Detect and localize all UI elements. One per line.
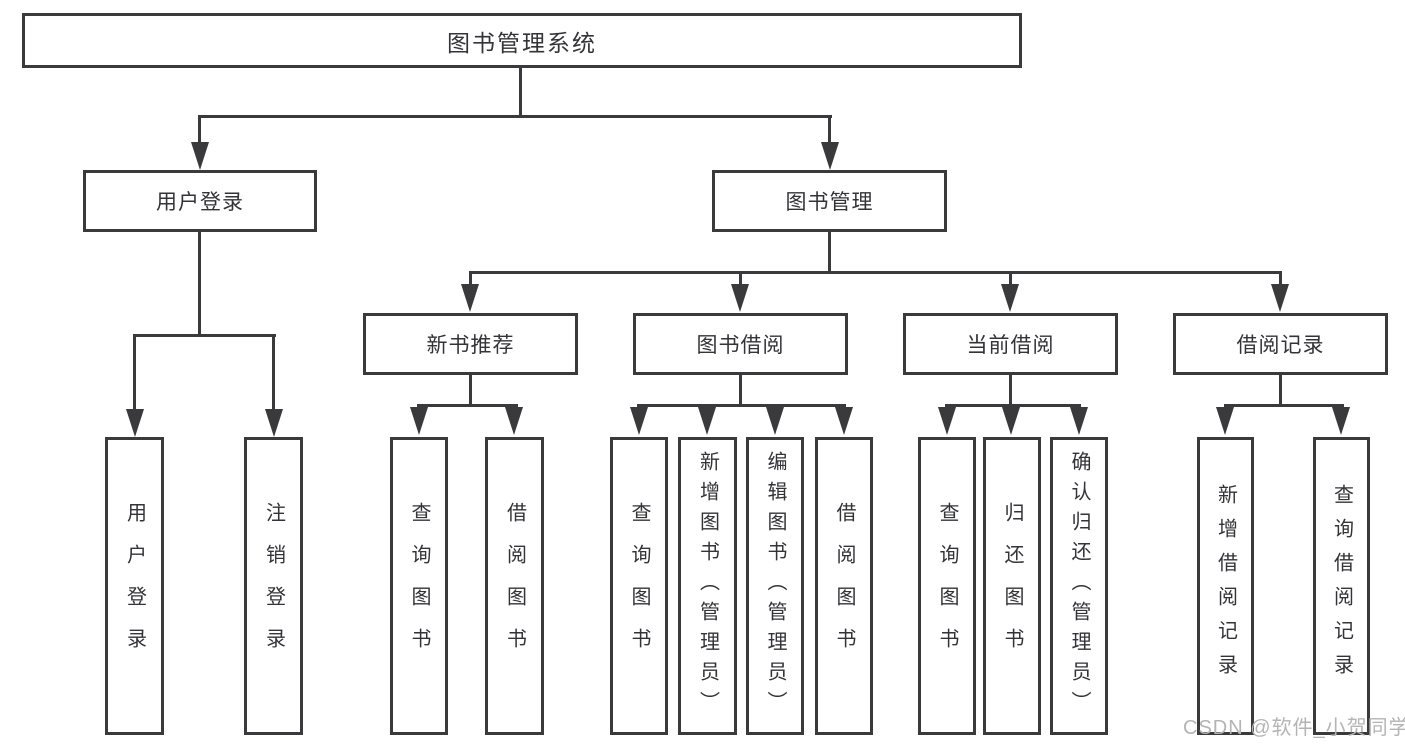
connector-group-hline [945,404,1081,407]
node-label: 归还图书 [1001,502,1023,670]
arrowhead-down-icon [410,407,428,435]
arrowhead-down-icon [1002,407,1020,435]
connector-login-hline [133,334,276,337]
leaf-borrow-books: 借阅图书 [815,437,873,735]
arrowhead-down-icon [1216,407,1234,435]
connector-group-hline [637,404,846,407]
node-label: 新增图书（管理员） [696,451,719,721]
arrowhead-down-icon [1070,407,1088,435]
node-label: 用户登录 [123,502,146,670]
arrowhead-down-icon [821,142,839,170]
node-label: 用户登录 [156,191,244,214]
node-label: 新增借阅记录 [1214,484,1237,688]
connector-group-hline [417,404,518,407]
node-label: 查询借阅记录 [1330,484,1353,688]
node-label: 当前借阅 [966,334,1055,357]
node-label: 借阅图书 [833,502,855,670]
arrowhead-down-icon [1001,284,1019,312]
arrowhead-down-icon [1271,284,1289,312]
leaf-query-borrow-record: 查询借阅记录 [1313,437,1370,735]
node-label: 编辑图书（管理员） [764,451,786,721]
connector-group-stem [739,375,742,406]
arrowhead-down-icon [835,407,853,435]
arrowhead-down-icon [698,407,716,435]
connector-level3-hline [469,271,1282,274]
arrowhead-down-icon [766,407,784,435]
connector-login-drop-left [133,334,136,411]
arrowhead-down-icon [731,284,749,312]
connector-mgmt-stem [828,232,831,273]
node-label: 新书推荐 [426,334,515,357]
node-label: 图书借阅 [696,334,785,357]
connector-group-stem [469,375,472,406]
connector-login-stem [198,232,201,336]
leaf-return-books: 归还图书 [983,437,1041,735]
node-label: 借阅图书 [503,502,526,670]
connector-book-mgmt-drop [828,115,831,145]
node-label: 查询图书 [628,502,650,670]
connector-level3-drop [1009,271,1012,288]
leaf-query-books: 查询图书 [610,437,668,735]
arrowhead-down-icon [461,284,479,312]
leaf-user-login: 用户登录 [105,437,164,735]
node-label: 查询图书 [408,502,430,670]
node-label: 图书管理 [785,191,874,214]
leaf-logout: 注销登录 [244,437,303,735]
leaf-borrow-books: 借阅图书 [485,437,544,735]
node-label: 确认归还（管理员） [1068,451,1090,721]
node-label: 注销登录 [262,502,285,670]
arrowhead-down-icon [191,142,209,170]
node-book-management: 图书管理 [712,170,947,232]
connector-level3-drop [739,271,742,288]
leaf-confirm-return-admin: 确认归还（管理员） [1050,437,1108,735]
arrowhead-down-icon [630,407,648,435]
connector-login-drop-right [272,334,275,411]
node-label: 查询图书 [936,502,958,670]
leaf-edit-books-admin: 编辑图书（管理员） [746,437,804,735]
connector-group-stem [1009,375,1012,406]
node-label: 借阅记录 [1236,334,1325,357]
node-library-management-system: 图书管理系统 [22,13,1022,68]
connector-group-hline [1224,404,1344,407]
leaf-add-books-admin: 新增图书（管理员） [678,437,737,735]
arrowhead-down-icon [265,409,283,437]
leaf-query-books: 查询图书 [918,437,976,735]
node-new-book-recommend: 新书推荐 [363,313,578,375]
connector-level3-drop [469,271,472,288]
connector-root-stem [519,66,522,117]
connector-group-stem [1279,375,1282,406]
leaf-add-borrow-record: 新增借阅记录 [1197,437,1254,735]
node-borrowing-records: 借阅记录 [1173,313,1388,375]
connector-level2-hline [198,115,832,118]
arrowhead-down-icon [1332,407,1350,435]
node-user-login: 用户登录 [83,170,317,232]
arrowhead-down-icon [505,407,523,435]
node-current-borrowing: 当前借阅 [903,313,1118,375]
connector-user-login-drop [198,115,201,145]
arrowhead-down-icon [938,407,956,435]
arrowhead-down-icon [126,409,144,437]
leaf-query-books: 查询图书 [390,437,448,735]
csdn-watermark: CSDN @软件_小贺同学 [1183,717,1405,739]
node-label: 图书管理系统 [447,29,597,56]
node-book-borrowing: 图书借阅 [633,313,848,375]
connector-level3-drop [1279,271,1282,288]
